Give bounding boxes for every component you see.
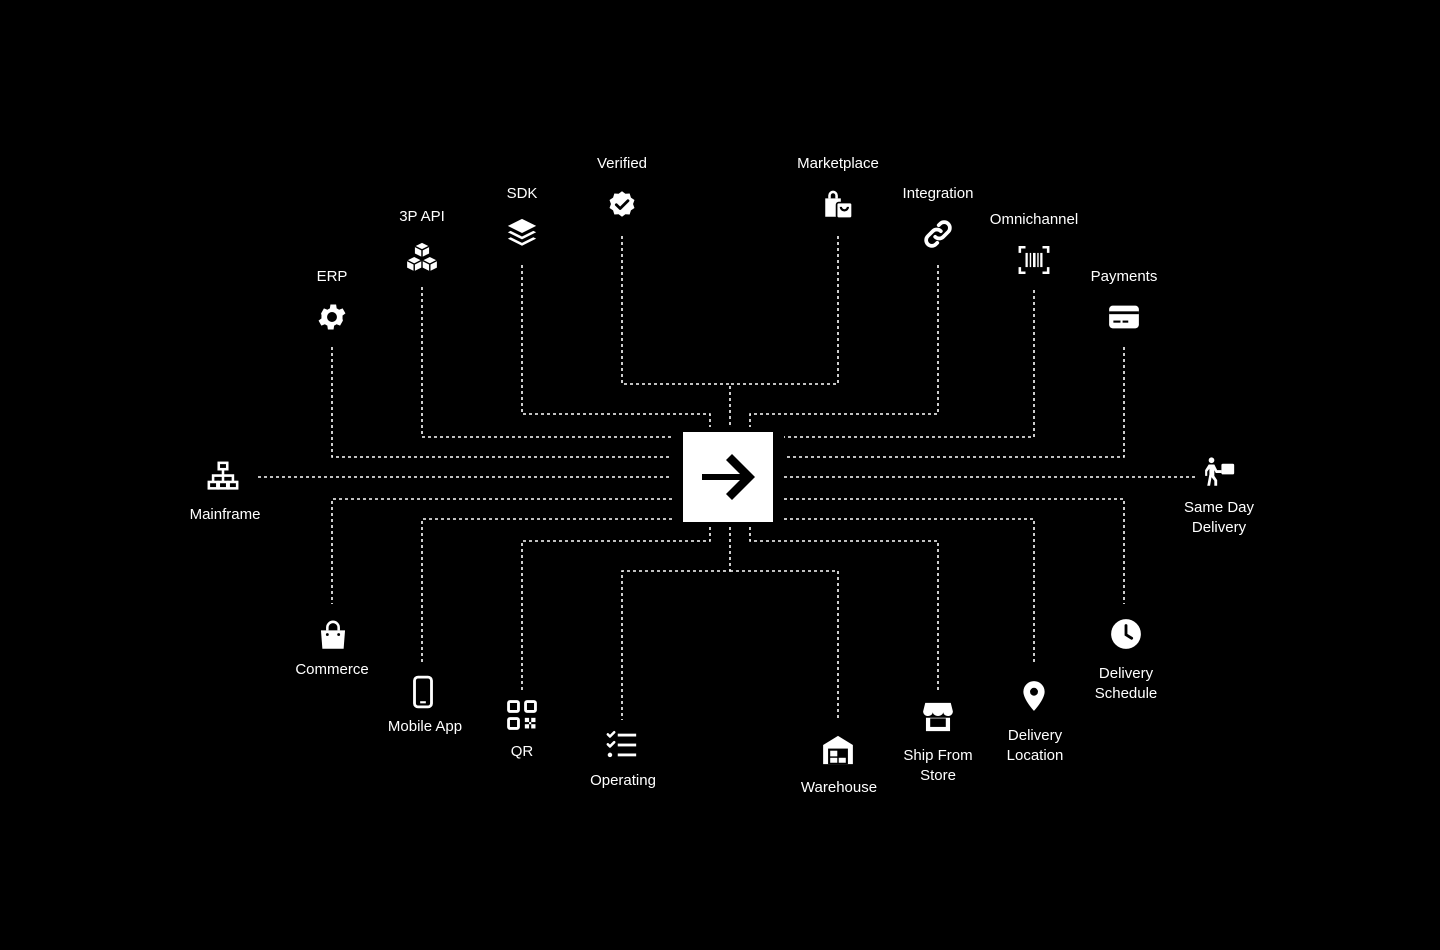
node-label-verified: Verified bbox=[596, 155, 648, 172]
node-label-mainframe: Mainframe bbox=[189, 506, 261, 523]
node-label-sdk: SDK bbox=[506, 185, 538, 202]
connector-erp bbox=[331, 347, 672, 458]
connector-warehouse bbox=[730, 570, 839, 720]
cubes-icon bbox=[405, 240, 439, 274]
store-icon bbox=[921, 700, 955, 734]
hub-box bbox=[683, 432, 773, 522]
node-label-delivery-location: Delivery Location bbox=[1006, 727, 1064, 764]
verified-badge-icon bbox=[605, 187, 639, 221]
connector-qr bbox=[521, 527, 711, 690]
person-carrying-box-icon bbox=[1203, 456, 1237, 490]
connector-3p-api bbox=[421, 287, 672, 438]
connector-omnichannel bbox=[784, 290, 1035, 438]
mobile-phone-icon bbox=[406, 675, 440, 709]
connector-delivery-schedule bbox=[784, 498, 1125, 604]
node-label-erp: ERP bbox=[316, 268, 348, 285]
checklist-icon bbox=[605, 728, 639, 762]
gear-icon bbox=[315, 300, 349, 334]
shopping-bag-icon bbox=[316, 619, 350, 653]
credit-card-icon bbox=[1107, 300, 1141, 334]
clock-icon bbox=[1109, 617, 1143, 651]
warehouse-icon bbox=[821, 733, 855, 767]
connector-commerce bbox=[331, 498, 672, 604]
link-icon bbox=[921, 217, 955, 251]
map-pin-icon bbox=[1017, 679, 1051, 713]
node-label-omnichannel: Omnichannel bbox=[989, 211, 1079, 228]
connector-marketplace bbox=[730, 236, 839, 385]
node-label-ship-from-store: Ship From Store bbox=[903, 747, 973, 784]
barcode-scan-icon bbox=[1017, 243, 1051, 277]
connector-operating bbox=[621, 527, 731, 720]
node-label-marketplace: Marketplace bbox=[797, 155, 879, 172]
node-label-same-day-delivery: Same Day Delivery bbox=[1183, 499, 1255, 536]
connector-integration bbox=[749, 265, 939, 427]
node-label-payments: Payments bbox=[1090, 268, 1158, 285]
node-label-delivery-schedule: Delivery Schedule bbox=[1094, 665, 1158, 702]
connector-ship-from-store bbox=[749, 527, 939, 690]
connector-verified bbox=[621, 236, 731, 427]
node-label-mobile-app: Mobile App bbox=[387, 718, 463, 735]
layers-icon bbox=[505, 216, 539, 250]
node-label-warehouse: Warehouse bbox=[800, 779, 878, 796]
node-label-3p-api: 3P API bbox=[399, 208, 445, 225]
node-label-qr: QR bbox=[510, 743, 534, 760]
shopping-bags-icon bbox=[821, 187, 855, 221]
arrow-right-icon bbox=[702, 454, 755, 500]
network-icon bbox=[206, 460, 240, 494]
connector-sdk bbox=[521, 265, 711, 427]
node-label-commerce: Commerce bbox=[295, 661, 369, 678]
qr-code-icon bbox=[505, 698, 539, 732]
connector-payments bbox=[784, 347, 1125, 458]
node-label-operating: Operating bbox=[590, 772, 656, 789]
node-label-integration: Integration bbox=[902, 185, 974, 202]
